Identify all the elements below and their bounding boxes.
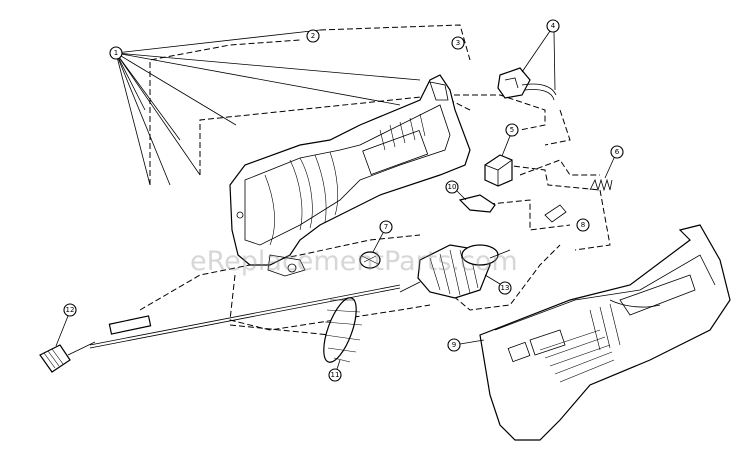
svg-text:2: 2 [311,32,315,40]
callout-2: 2 [306,29,320,43]
callout-12: 12 [55,303,77,347]
assembly-dashed-lines [139,24,611,336]
svg-text:6: 6 [615,148,620,156]
svg-text:8: 8 [581,221,585,229]
svg-text:7: 7 [384,223,388,231]
right-housing [479,224,731,441]
left-housing [229,74,471,277]
brush-holder [458,194,567,223]
callout-11: 11 [328,359,342,382]
callout-13: 13 [484,274,512,295]
callout-1-leaders [115,29,421,186]
callout-3: 3 [451,36,465,50]
callout-6: 6 [604,145,624,179]
callout-9: 9 [447,338,485,352]
callout-7: 7 [372,220,393,253]
armature [399,244,511,299]
spring-part-6 [589,178,613,192]
cord-end-part-12 [39,341,96,373]
svg-text:9: 9 [452,341,456,349]
svg-text:1: 1 [114,49,118,57]
watermark-text: eReplacementParts.com [190,246,518,277]
fan-part-7 [359,251,381,269]
svg-text:10: 10 [448,183,457,191]
svg-text:12: 12 [66,306,75,314]
svg-text:11: 11 [331,371,340,379]
switch-part-4 [497,67,557,101]
callout-10: 10 [445,180,467,201]
svg-text:13: 13 [501,284,510,292]
switch-part-5 [484,154,513,187]
callout-5: 5 [501,123,519,157]
svg-text:3: 3 [456,39,460,47]
callout-8: 8 [576,218,590,232]
blade-part-11 [323,297,363,363]
svg-text:4: 4 [551,22,556,30]
callout-4: 4 [521,19,560,91]
callout-1: 1 [109,46,123,60]
svg-text:5: 5 [510,126,514,134]
